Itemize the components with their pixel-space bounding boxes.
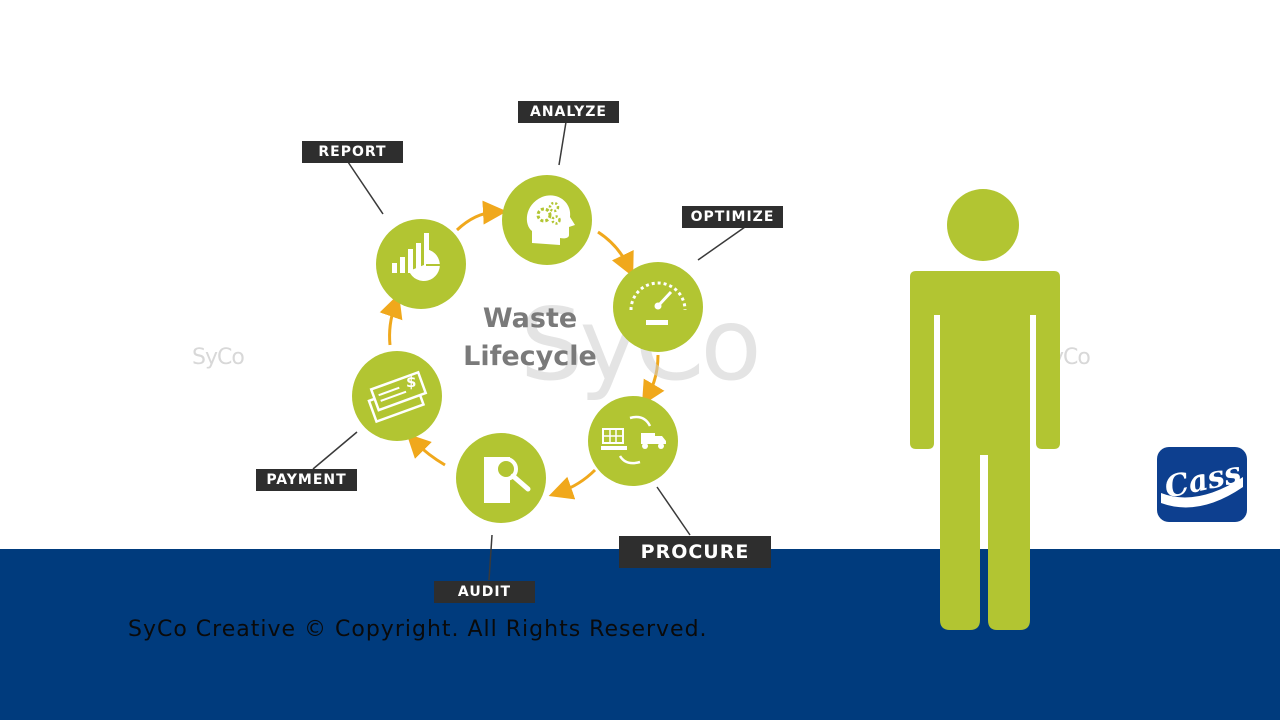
label-payment: PAYMENT — [256, 469, 357, 491]
head-gears-icon — [526, 195, 575, 245]
leader-report — [347, 161, 384, 215]
arrow-payment-to-report — [379, 293, 403, 346]
truck-delivery-icon — [601, 415, 666, 465]
arrow-report-to-analyze — [455, 200, 507, 232]
leader-optimize — [697, 226, 746, 261]
label-report: REPORT — [302, 141, 403, 163]
step-audit — [456, 433, 546, 523]
leader-procure — [656, 486, 691, 536]
step-payment: $ — [352, 351, 442, 441]
gauge-icon — [629, 281, 687, 325]
arrow-procure-to-audit — [548, 468, 597, 500]
step-procure — [588, 396, 678, 486]
label-procure: PROCURE — [619, 536, 771, 568]
step-analyze — [502, 175, 592, 265]
arrow-audit-to-payment — [406, 433, 446, 467]
step-optimize — [613, 262, 703, 352]
copyright-notice: SyCo Creative © Copyright. All Rights Re… — [128, 617, 708, 642]
blue-footer-band — [0, 549, 1280, 720]
svg-text:$: $ — [406, 373, 416, 391]
step-report — [376, 219, 466, 309]
person-figure — [910, 189, 1060, 630]
arrow-optimize-to-procure — [641, 354, 665, 406]
leader-payment — [312, 431, 358, 470]
diagram-title: Waste Lifecycle — [455, 300, 605, 376]
watermark-left: SyCo — [192, 345, 245, 370]
label-audit: AUDIT — [434, 581, 535, 603]
title-line-2: Lifecycle — [463, 341, 597, 372]
cass-logo: Cass — [1157, 447, 1247, 522]
leader-analyze — [558, 121, 567, 166]
bar-pie-chart-icon — [392, 233, 441, 281]
title-line-1: Waste — [482, 303, 578, 334]
check-dollar-icon: $ — [367, 370, 428, 424]
logo-swoosh — [1161, 477, 1243, 508]
magnifier-document-icon — [484, 457, 531, 503]
arrow-analyze-to-optimize — [597, 230, 634, 277]
leader-audit — [488, 534, 493, 581]
label-optimize: OPTIMIZE — [682, 206, 783, 228]
label-analyze: ANALYZE — [518, 101, 619, 123]
